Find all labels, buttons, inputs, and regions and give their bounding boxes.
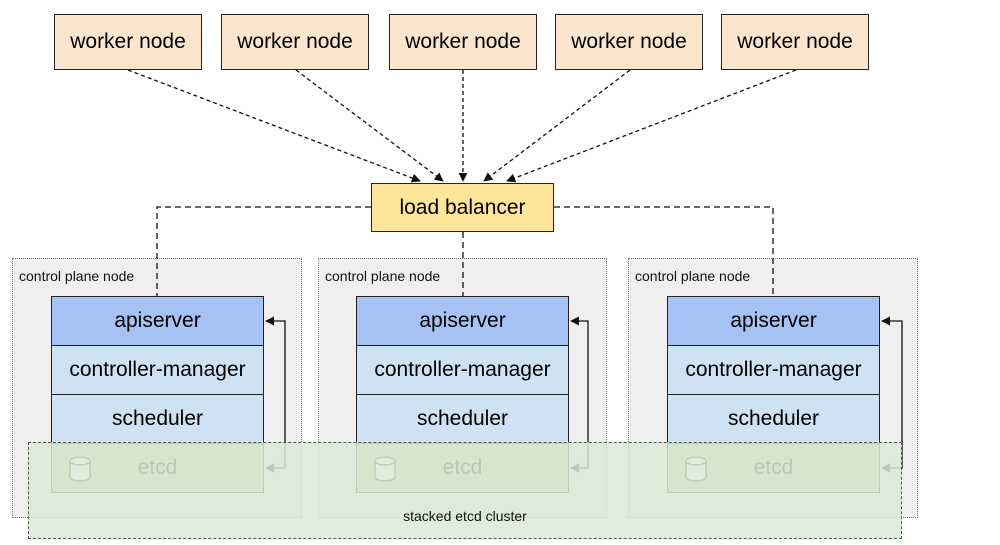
control-plane-node-label: control plane node <box>635 268 751 284</box>
worker-to-lb-arrow <box>295 69 444 182</box>
lb-to-apiserver-line <box>156 206 371 296</box>
scheduler-box: scheduler <box>356 394 569 444</box>
worker-to-lb-arrow <box>483 69 631 182</box>
control-plane-node-label: control plane node <box>19 268 135 284</box>
worker-node: worker node <box>555 14 703 70</box>
controller-manager-box: controller-manager <box>667 345 880 395</box>
worker-to-lb-arrow <box>506 69 797 183</box>
worker-to-lb-arrow <box>127 69 421 183</box>
apiserver-box: apiserver <box>667 296 880 346</box>
apiserver-box: apiserver <box>51 296 264 346</box>
worker-node: worker node <box>54 14 202 70</box>
worker-node: worker node <box>221 14 369 70</box>
control-plane-node-label: control plane node <box>325 268 441 284</box>
stacked-etcd-cluster-region: stacked etcd cluster <box>28 442 902 539</box>
lb-to-apiserver-line <box>554 206 774 296</box>
worker-node: worker node <box>389 14 537 70</box>
controller-manager-box: controller-manager <box>51 345 264 395</box>
worker-node: worker node <box>721 14 869 70</box>
load-balancer: load balancer <box>371 183 554 232</box>
scheduler-box: scheduler <box>667 394 880 444</box>
stacked-etcd-cluster-label: stacked etcd cluster <box>403 508 527 524</box>
controller-manager-box: controller-manager <box>356 345 569 395</box>
apiserver-box: apiserver <box>356 296 569 346</box>
scheduler-box: scheduler <box>51 394 264 444</box>
